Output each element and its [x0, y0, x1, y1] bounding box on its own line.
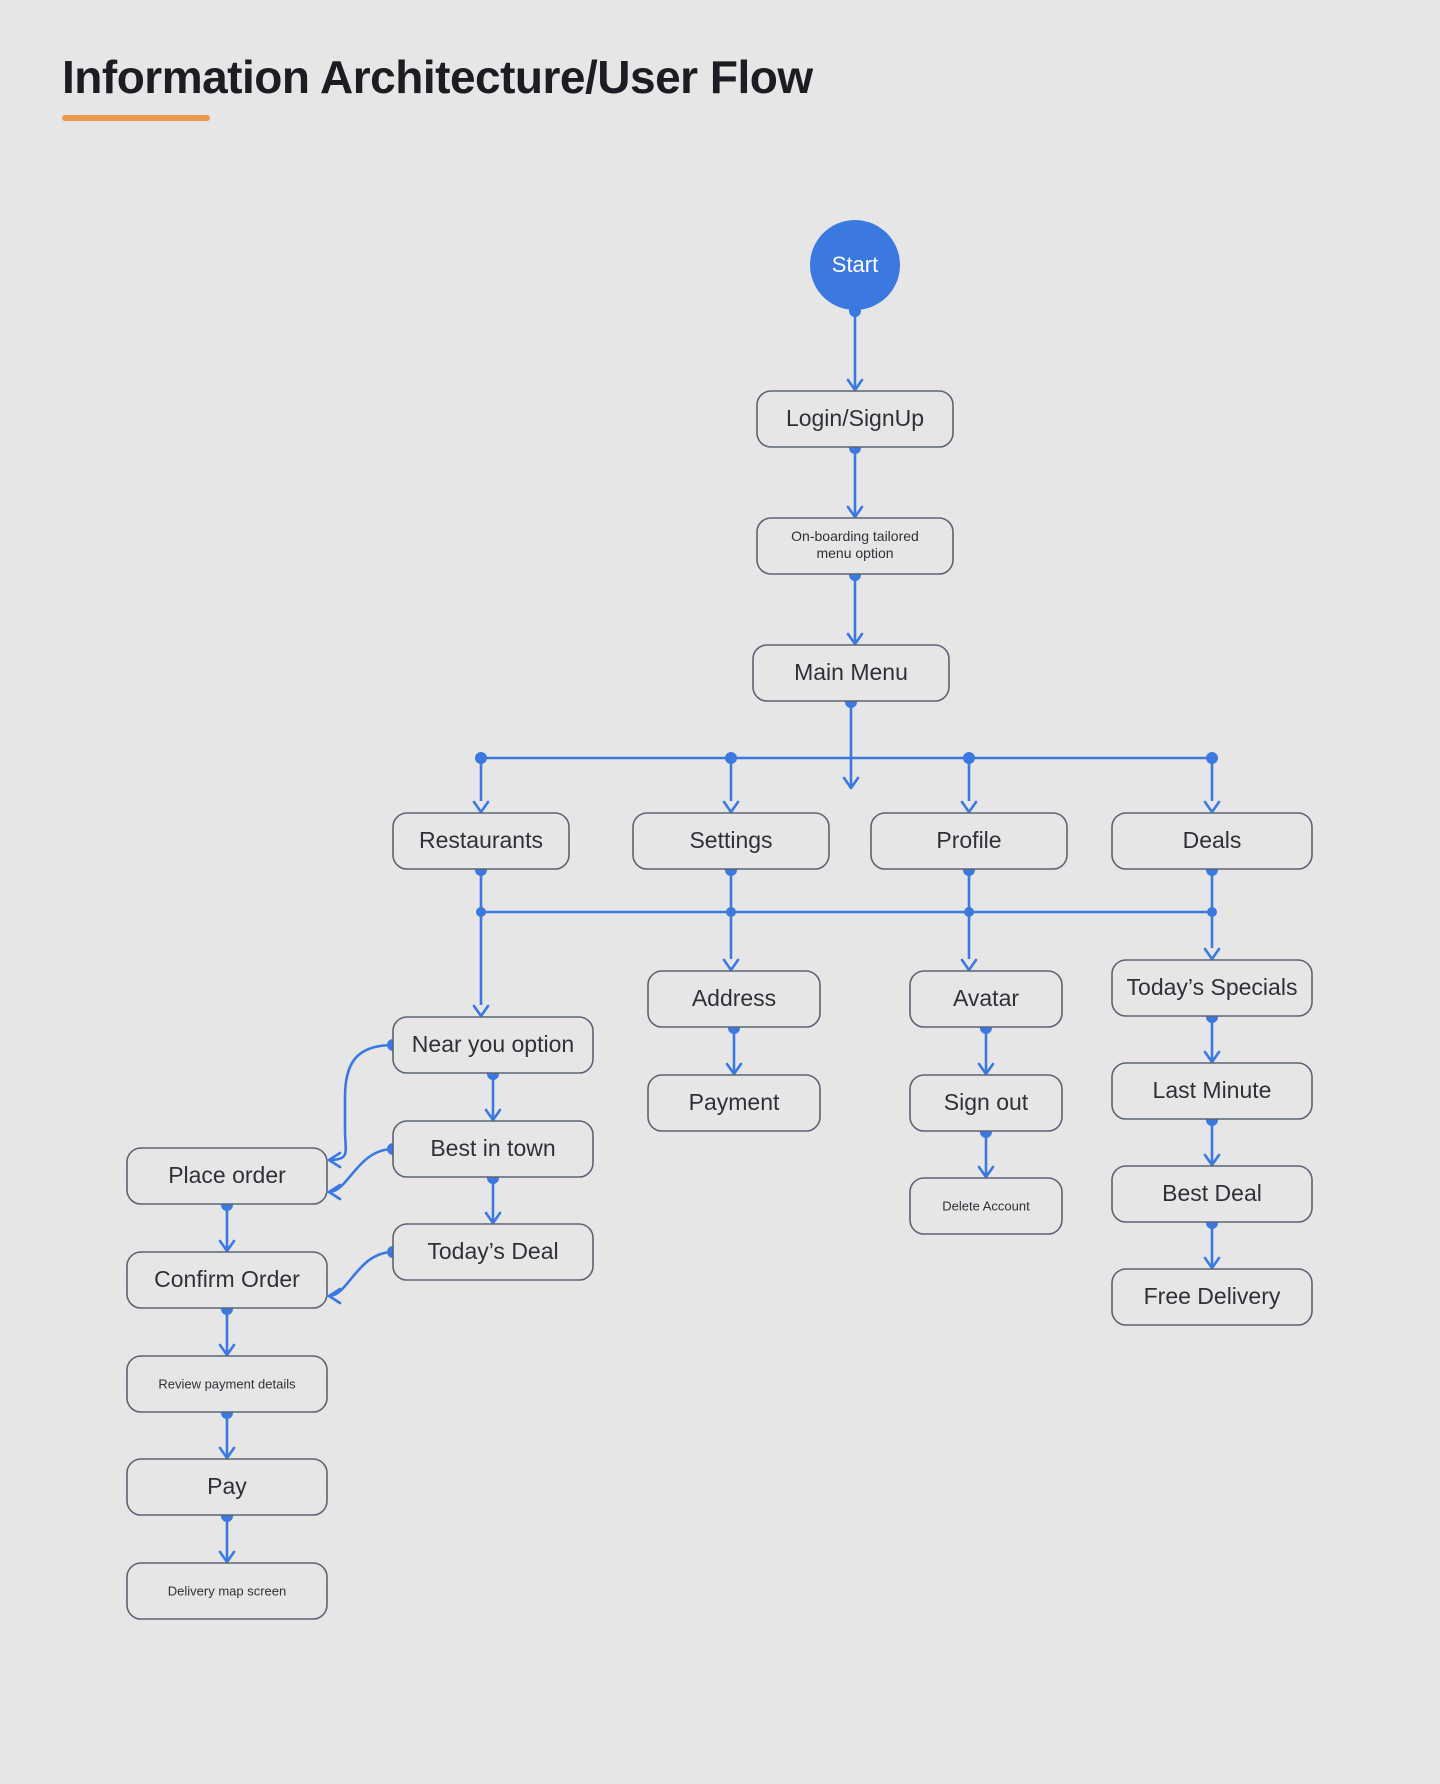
node-label: Free Delivery	[1144, 1283, 1281, 1309]
node-pay[interactable]: Pay	[127, 1459, 327, 1515]
node-address[interactable]: Address	[648, 971, 820, 1027]
edge-dot	[475, 752, 487, 764]
edge-dot	[1207, 907, 1217, 917]
node-label: Address	[692, 985, 776, 1011]
node-label: Profile	[936, 827, 1001, 853]
arrow-head	[474, 1006, 488, 1016]
node-label: On-boarding tailored	[791, 528, 919, 544]
node-label: Login/SignUp	[786, 405, 924, 431]
node-last-minute[interactable]: Last Minute	[1112, 1063, 1312, 1119]
edge-dot	[963, 752, 975, 764]
node-restaurants[interactable]: Restaurants	[393, 813, 569, 869]
node-todays-deal[interactable]: Today’s Deal	[393, 1224, 593, 1280]
arrow-head	[1205, 802, 1219, 812]
node-onboarding[interactable]: On-boarding tailoredmenu option	[757, 518, 953, 574]
node-label: Best in town	[430, 1135, 555, 1161]
node-profile[interactable]: Profile	[871, 813, 1067, 869]
node-label: Today’s Specials	[1127, 974, 1298, 1000]
node-place-order[interactable]: Place order	[127, 1148, 327, 1204]
node-near-you[interactable]: Near you option	[393, 1017, 593, 1073]
arrow-head	[724, 960, 738, 970]
node-payment[interactable]: Payment	[648, 1075, 820, 1131]
node-login[interactable]: Login/SignUp	[757, 391, 953, 447]
arrow-head	[474, 802, 488, 812]
edge-dot	[726, 907, 736, 917]
node-label: Deals	[1183, 827, 1242, 853]
node-label: Near you option	[412, 1031, 574, 1057]
node-label: Payment	[689, 1089, 780, 1115]
node-label: menu option	[816, 545, 893, 561]
arrow-head	[962, 960, 976, 970]
node-label: Pay	[207, 1473, 247, 1499]
node-sign-out[interactable]: Sign out	[910, 1075, 1062, 1131]
node-delivery-map[interactable]: Delivery map screen	[127, 1563, 327, 1619]
arrow-head	[962, 802, 976, 812]
node-todays-specials[interactable]: Today’s Specials	[1112, 960, 1312, 1016]
node-delete-account[interactable]: Delete Account	[910, 1178, 1062, 1234]
node-start[interactable]: Start	[810, 220, 900, 310]
node-main-menu[interactable]: Main Menu	[753, 645, 949, 701]
node-label: Delete Account	[942, 1198, 1030, 1213]
node-label: Main Menu	[794, 659, 908, 685]
edge-dot	[1206, 752, 1218, 764]
edge-dot	[476, 907, 486, 917]
node-label: Delivery map screen	[168, 1583, 287, 1598]
node-label: Avatar	[953, 985, 1019, 1011]
edge-dot	[964, 907, 974, 917]
diagram-nodes: StartLogin/SignUpOn-boarding tailoredmen…	[127, 220, 1312, 1619]
node-label: Start	[832, 252, 878, 277]
node-label: Today’s Deal	[427, 1238, 558, 1264]
node-avatar[interactable]: Avatar	[910, 971, 1062, 1027]
node-label: Confirm Order	[154, 1266, 300, 1292]
node-best-deal[interactable]: Best Deal	[1112, 1166, 1312, 1222]
node-best-in-town[interactable]: Best in town	[393, 1121, 593, 1177]
node-label: Best Deal	[1162, 1180, 1262, 1206]
node-label: Settings	[689, 827, 772, 853]
node-label: Place order	[168, 1162, 286, 1188]
node-label: Last Minute	[1153, 1077, 1272, 1103]
node-free-delivery[interactable]: Free Delivery	[1112, 1269, 1312, 1325]
arrow-head	[724, 802, 738, 812]
arrow-head	[1205, 949, 1219, 959]
node-deals[interactable]: Deals	[1112, 813, 1312, 869]
node-review-payment[interactable]: Review payment details	[127, 1356, 327, 1412]
diagram-edges	[220, 305, 1219, 1563]
node-label: Restaurants	[419, 827, 543, 853]
node-label: Sign out	[944, 1089, 1029, 1115]
node-label: Review payment details	[158, 1376, 296, 1391]
edge-dot	[725, 752, 737, 764]
node-confirm-order[interactable]: Confirm Order	[127, 1252, 327, 1308]
node-settings[interactable]: Settings	[633, 813, 829, 869]
edge-line	[329, 1045, 393, 1160]
